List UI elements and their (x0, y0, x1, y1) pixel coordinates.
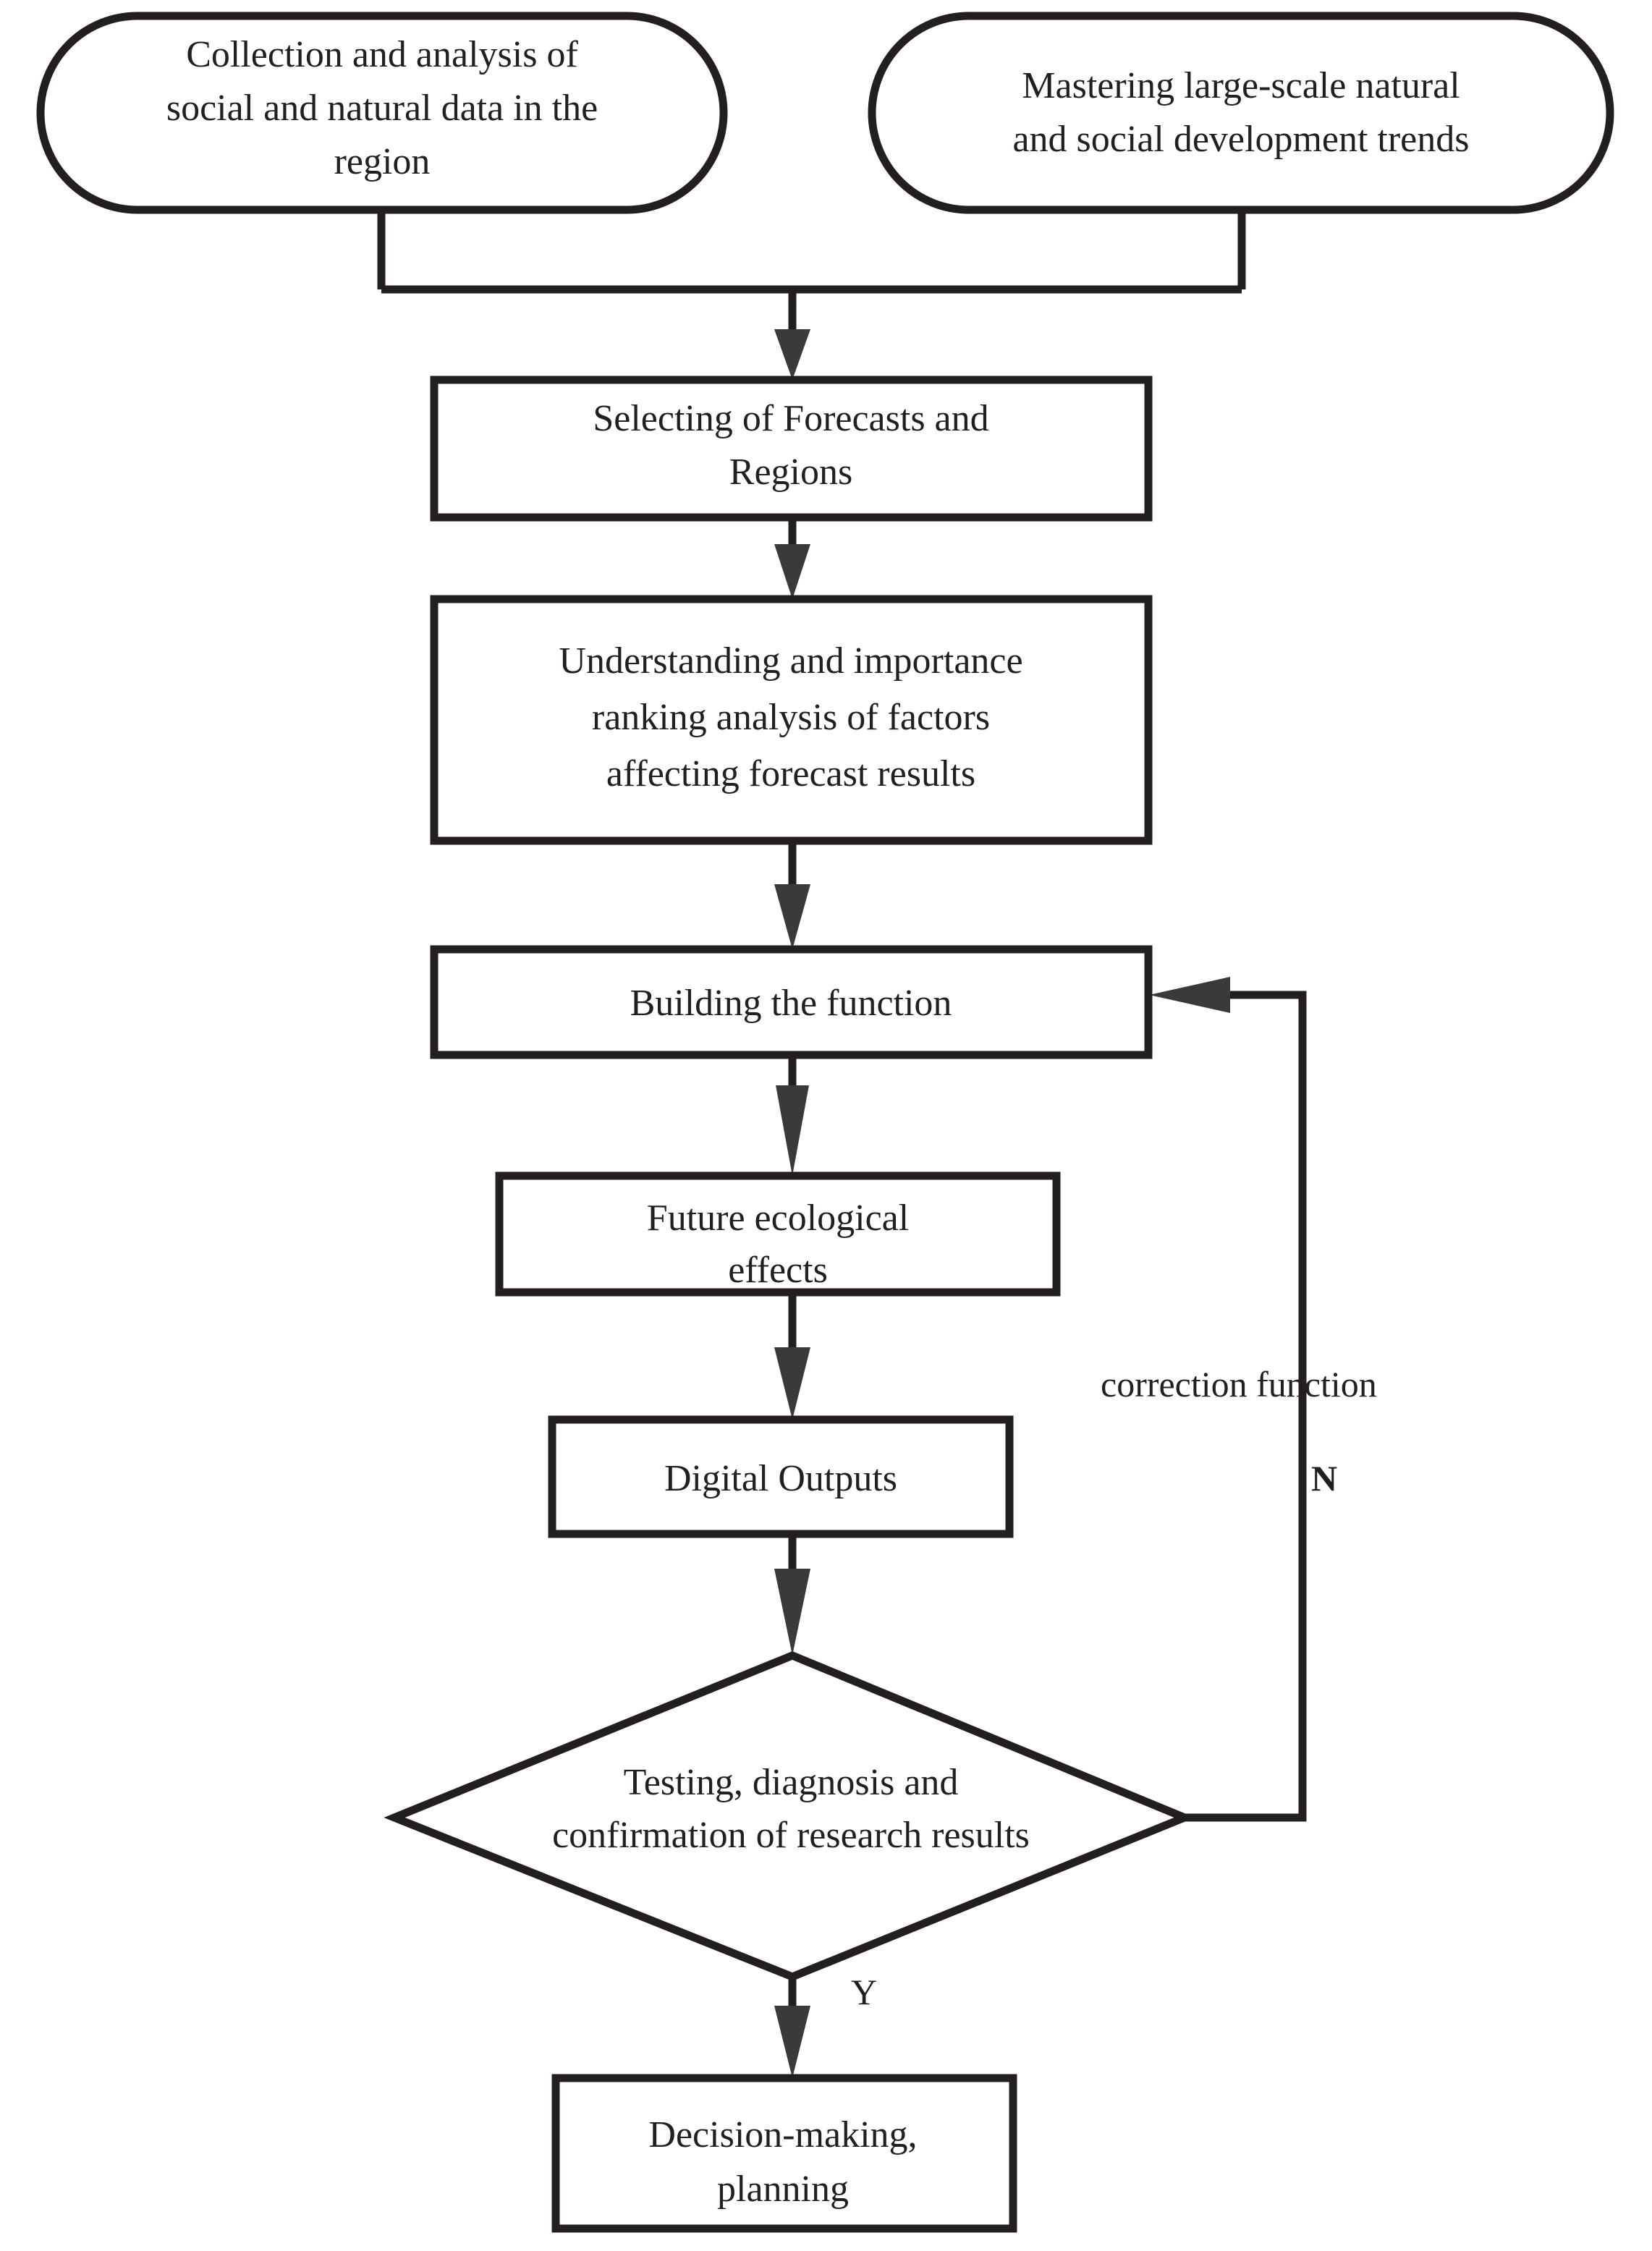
edge-digital-to-testing (774, 1534, 810, 1656)
node-understanding-importance-ranking[interactable]: Understanding and importance ranking ana… (430, 595, 1153, 845)
node-future-ecological-effects[interactable]: Future ecological effects (495, 1171, 1061, 1297)
node-understanding-line-3: affecting forecast results (606, 753, 975, 794)
node-future-line-1: Future ecological (647, 1197, 909, 1239)
node-mastering-trends[interactable]: Mastering large-scale natural and social… (868, 12, 1614, 214)
node-building-the-function[interactable]: Building the function (430, 945, 1153, 1059)
edge-testing-to-decision (774, 1977, 810, 2078)
edge-selecting-to-understanding (774, 517, 810, 599)
edge-label-no-branch: N (1311, 1458, 1337, 1498)
node-understanding-line-2: ranking analysis of factors (592, 697, 990, 738)
edge-testing-to-building-feedback (1149, 977, 1307, 1822)
node-collection-line-1: Collection and analysis of (186, 34, 578, 75)
node-understanding-line-1: Understanding and importance (559, 640, 1022, 682)
node-building-line-1: Building the function (630, 983, 952, 1024)
node-decision-line-1: Decision-making, (648, 2114, 917, 2155)
edge-merge-to-selecting (774, 289, 810, 380)
node-digital-line-1: Digital Outputs (664, 1458, 897, 1499)
node-selecting-forecasts-regions[interactable]: Selecting of Forecasts and Regions (430, 376, 1153, 522)
node-digital-outputs[interactable]: Digital Outputs (548, 1415, 1014, 1538)
node-testing-line-2: confirmation of research results (552, 1815, 1030, 1856)
edge-building-to-future (776, 1055, 809, 1176)
node-selecting-line-2: Regions (729, 452, 852, 493)
node-testing-diagnosis-confirmation[interactable]: Testing, diagnosis and confirmation of r… (384, 1651, 1195, 1981)
node-testing-line-1: Testing, diagnosis and (624, 1762, 959, 1803)
node-future-line-2: effects (728, 1250, 828, 1291)
node-collection-line-2: social and natural data in the (166, 88, 598, 129)
node-collection-and-analysis[interactable]: Collection and analysis of social and na… (36, 12, 728, 214)
node-collection-line-3: region (334, 141, 431, 182)
node-selecting-line-1: Selecting of Forecasts and (593, 398, 988, 439)
node-decision-line-2: planning (717, 2169, 849, 2210)
edge-understanding-to-building (774, 841, 810, 949)
node-mastering-line-2: and social development trends (1012, 119, 1469, 160)
edge-label-correction-function: correction function (1101, 1364, 1377, 1404)
edge-future-to-digital (774, 1292, 810, 1420)
node-decision-making-planning[interactable]: Decision-making, planning (551, 2074, 1017, 2233)
node-mastering-line-1: Mastering large-scale natural (1022, 65, 1460, 106)
edge-label-yes-branch: Y (851, 1972, 877, 2012)
